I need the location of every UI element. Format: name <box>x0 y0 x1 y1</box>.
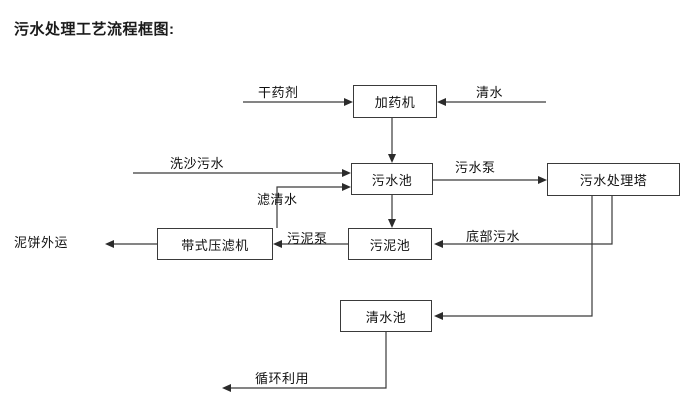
node-belt-filter-press-label: 带式压滤机 <box>181 237 249 253</box>
page-title: 污水处理工艺流程框图: <box>14 21 175 38</box>
edge-label-mud-cake-out: 泥饼外运 <box>14 235 69 250</box>
node-sludge-pool-label: 污泥池 <box>369 237 411 253</box>
node-clean-water-pool[interactable]: 清水池 <box>340 300 432 332</box>
node-treatment-tower-label: 污水处理塔 <box>579 173 648 188</box>
edge-sand-wash-water-to-wastewater-pool <box>133 169 351 177</box>
edge-filtrate-water-to-wastewater-pool <box>276 183 351 228</box>
edge-sludge-pump-to-belt-filter-press <box>273 240 348 248</box>
edge-clean-water-pool-to-recycle-use <box>222 332 387 392</box>
edge-bottom-sewage-to-sludge-pool <box>434 196 613 248</box>
edge-wastewater-pump-to-treatment-tower <box>433 176 547 184</box>
node-treatment-tower[interactable]: 污水处理塔 <box>547 163 680 196</box>
edge-label-filtrate-water: 滤清水 <box>257 192 298 207</box>
edge-label-bottom-sewage: 底部污水 <box>466 229 521 244</box>
node-dosing-machine-label: 加药机 <box>374 95 416 110</box>
node-wastewater-pool-label: 污水池 <box>371 172 413 188</box>
node-wastewater-pool[interactable]: 污水池 <box>351 163 433 195</box>
node-sludge-pool[interactable]: 污泥池 <box>348 228 432 260</box>
edge-clean-water-to-dosing-machine <box>437 98 546 106</box>
edge-dry-agent-to-dosing-machine <box>243 98 353 106</box>
node-belt-filter-press[interactable]: 带式压滤机 <box>157 228 273 260</box>
edge-label-sludge-pump: 污泥泵 <box>287 231 328 246</box>
edge-label-dry-agent: 干药剂 <box>258 85 299 100</box>
edge-label-clean-water-in: 清水 <box>476 85 504 100</box>
edge-wastewater-pool-to-sludge-pool <box>388 195 396 228</box>
edge-label-recycle-use: 循环利用 <box>255 371 310 386</box>
node-dosing-machine[interactable]: 加药机 <box>353 85 437 118</box>
edge-belt-filter-press-to-mud-cake-out <box>105 240 157 248</box>
edge-treatment-tower-to-clean-water-pool <box>434 196 593 320</box>
node-clean-water-pool-label: 清水池 <box>365 309 407 325</box>
edge-label-wastewater-pump: 污水泵 <box>455 160 496 175</box>
edge-label-sand-wash-water: 洗沙污水 <box>170 156 225 171</box>
edge-dosing-machine-to-wastewater-pool <box>388 118 396 163</box>
